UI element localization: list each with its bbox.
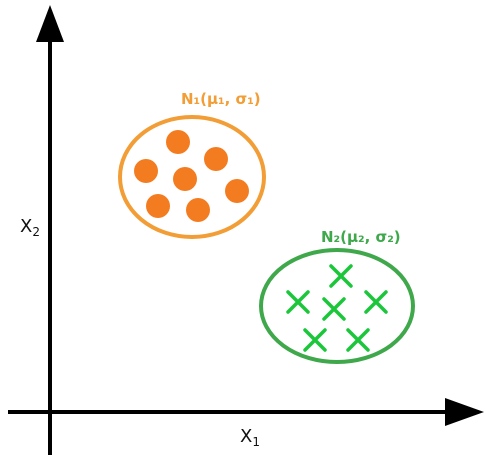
cluster-2-point bbox=[329, 264, 353, 288]
cluster-2: N₂(μ₂, σ₂) bbox=[259, 228, 415, 364]
cluster-1-point bbox=[146, 194, 170, 218]
cluster-2-point bbox=[322, 297, 346, 321]
cluster-1-point bbox=[186, 198, 210, 222]
cluster-1-ellipse bbox=[118, 115, 266, 239]
y-axis-label-main: X bbox=[20, 216, 32, 237]
cluster-1-point bbox=[173, 167, 197, 191]
cluster-2-point bbox=[303, 328, 327, 352]
cluster-1-point bbox=[166, 130, 190, 154]
x-axis-arrow bbox=[445, 398, 484, 426]
y-axis-arrow bbox=[36, 5, 64, 42]
cluster-1-point bbox=[204, 147, 228, 171]
cluster-2-label: N₂(μ₂, σ₂) bbox=[321, 228, 401, 246]
cluster-2-point bbox=[364, 290, 388, 314]
cluster-1-point bbox=[134, 159, 158, 183]
y-axis-label: X2 bbox=[20, 216, 40, 239]
x-axis-label-main: X bbox=[240, 426, 252, 447]
x-axis-label-sub: 1 bbox=[252, 435, 260, 449]
cluster-2-point bbox=[346, 328, 370, 352]
cluster-2-point bbox=[286, 290, 310, 314]
cluster-2-points bbox=[286, 264, 388, 352]
cluster-1: N₁(μ₁, σ₁) bbox=[118, 90, 266, 239]
cluster-2-ellipse bbox=[259, 248, 415, 364]
x-axis-label: X1 bbox=[240, 426, 260, 449]
axes bbox=[8, 5, 484, 455]
cluster-1-label: N₁(μ₁, σ₁) bbox=[181, 90, 261, 108]
cluster-1-point bbox=[225, 179, 249, 203]
cluster-1-points bbox=[134, 130, 249, 222]
y-axis-label-sub: 2 bbox=[32, 225, 40, 239]
